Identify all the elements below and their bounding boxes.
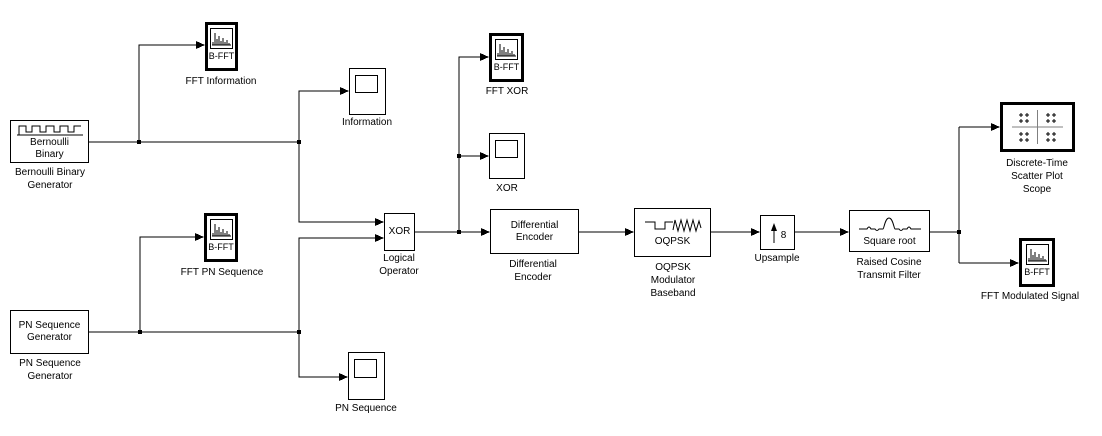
block-text: B-FFT	[1024, 267, 1050, 277]
bernoulli-generator-label: Bernoulli Binary Generator	[14, 167, 86, 191]
junction-dot	[138, 330, 142, 334]
block-oqpsk-modulator[interactable]: OQPSK	[634, 208, 711, 257]
wire-pn-to-pn-scope	[298, 332, 340, 378]
scatter-constellation-icon	[1012, 110, 1063, 144]
raised-cosine-filter-label: Raised Cosine Transmit Filter	[856, 257, 922, 281]
block-bernoulli-binary-generator[interactable]: Bernoulli Binary	[10, 120, 89, 163]
block-information-scope[interactable]	[349, 68, 386, 115]
block-upsample[interactable]: 8	[760, 215, 795, 250]
block-differential-encoder[interactable]: Differential Encoder	[490, 209, 579, 254]
xor-scope-label: XOR	[496, 183, 518, 194]
fft-pn-sequence-label: FFT PN Sequence	[180, 267, 264, 278]
differential-encoder-label: Differential Encoder	[509, 259, 557, 283]
scope-screen-icon	[495, 140, 518, 158]
arrowhead	[751, 228, 760, 236]
block-logical-operator-xor[interactable]: XOR	[384, 213, 415, 251]
fft-information-label: FFT Information	[185, 76, 257, 87]
junction-dot	[137, 140, 141, 144]
upsample-label: Upsample	[754, 253, 800, 264]
block-xor-scope[interactable]	[489, 133, 525, 179]
junction-dot	[957, 230, 961, 234]
block-text: PN Sequence Generator	[18, 320, 81, 343]
block-pn-sequence-scope[interactable]	[348, 352, 385, 400]
block-scatter-plot-scope[interactable]	[1000, 102, 1075, 152]
wire-bernoulli-to-info-scope	[298, 90, 341, 142]
block-text: B-FFT	[493, 62, 520, 72]
block-fft-modulated-signal[interactable]: B-FFT	[1019, 238, 1055, 287]
block-pn-sequence-generator[interactable]: PN Sequence Generator	[10, 310, 89, 354]
modulated-wave-icon	[644, 218, 701, 233]
spectrum-icon	[210, 28, 233, 49]
arrowhead	[195, 233, 204, 241]
up-arrow-icon	[770, 222, 777, 243]
arrowhead	[480, 53, 489, 61]
wire-bernoulli-to-xor	[298, 142, 376, 223]
fft-xor-label: FFT XOR	[485, 86, 529, 97]
arrowhead	[375, 218, 384, 226]
oqpsk-modulator-label: OQPSK Modulator Baseband	[650, 262, 696, 299]
junction-dot	[457, 230, 461, 234]
arrowhead	[339, 373, 348, 381]
information-scope-label: Information	[341, 117, 393, 128]
wire-pn-to-fft-pn	[139, 236, 196, 332]
upsample-icon: 8	[769, 221, 787, 245]
arrowhead	[625, 228, 634, 236]
fft-modulated-signal-label: FFT Modulated Signal	[980, 291, 1080, 302]
block-text: OQPSK	[654, 236, 691, 247]
sinc-pulse-icon	[858, 216, 921, 231]
square-wave-icon	[16, 125, 83, 136]
arrowhead	[481, 228, 490, 236]
wire-pn-to-xor	[298, 237, 376, 332]
block-fft-pn-sequence[interactable]: B-FFT	[204, 213, 238, 262]
scatter-plot-scope-label: Discrete-Time Scatter Plot Scope	[1006, 158, 1068, 195]
upsample-factor: 8	[780, 230, 787, 241]
block-fft-information[interactable]: B-FFT	[205, 22, 238, 71]
block-fft-xor[interactable]: B-FFT	[489, 33, 524, 82]
junction-dot	[457, 154, 461, 158]
scope-screen-icon	[355, 75, 379, 94]
junction-dot	[297, 140, 301, 144]
arrowhead	[991, 123, 1000, 131]
wire-bernoulli-to-fft-info	[138, 44, 197, 142]
arrowhead	[840, 228, 849, 236]
block-text: B-FFT	[208, 51, 235, 61]
block-text: B-FFT	[208, 242, 234, 252]
spectrum-icon	[209, 219, 233, 240]
spectrum-icon	[495, 39, 518, 60]
arrowhead	[196, 41, 205, 49]
block-raised-cosine-filter[interactable]: Square root	[849, 210, 930, 252]
logical-operator-label: Logical Operator	[379, 253, 419, 277]
scope-screen-icon	[354, 359, 378, 378]
junction-dot	[297, 330, 301, 334]
pn-sequence-scope-label: PN Sequence	[335, 403, 397, 414]
block-text: Square root	[863, 235, 916, 247]
spectrum-icon	[1025, 244, 1049, 265]
arrowhead	[375, 234, 384, 242]
arrowhead	[340, 87, 349, 95]
block-text: Differential Encoder	[510, 219, 559, 243]
block-text: Bernoulli Binary	[30, 137, 69, 160]
wire-xor-to-fft-xor	[458, 56, 481, 232]
arrowhead	[1010, 259, 1019, 267]
pn-sequence-generator-label: PN Sequence Generator	[19, 358, 81, 382]
block-text: XOR	[388, 226, 411, 237]
arrowhead	[480, 152, 489, 160]
